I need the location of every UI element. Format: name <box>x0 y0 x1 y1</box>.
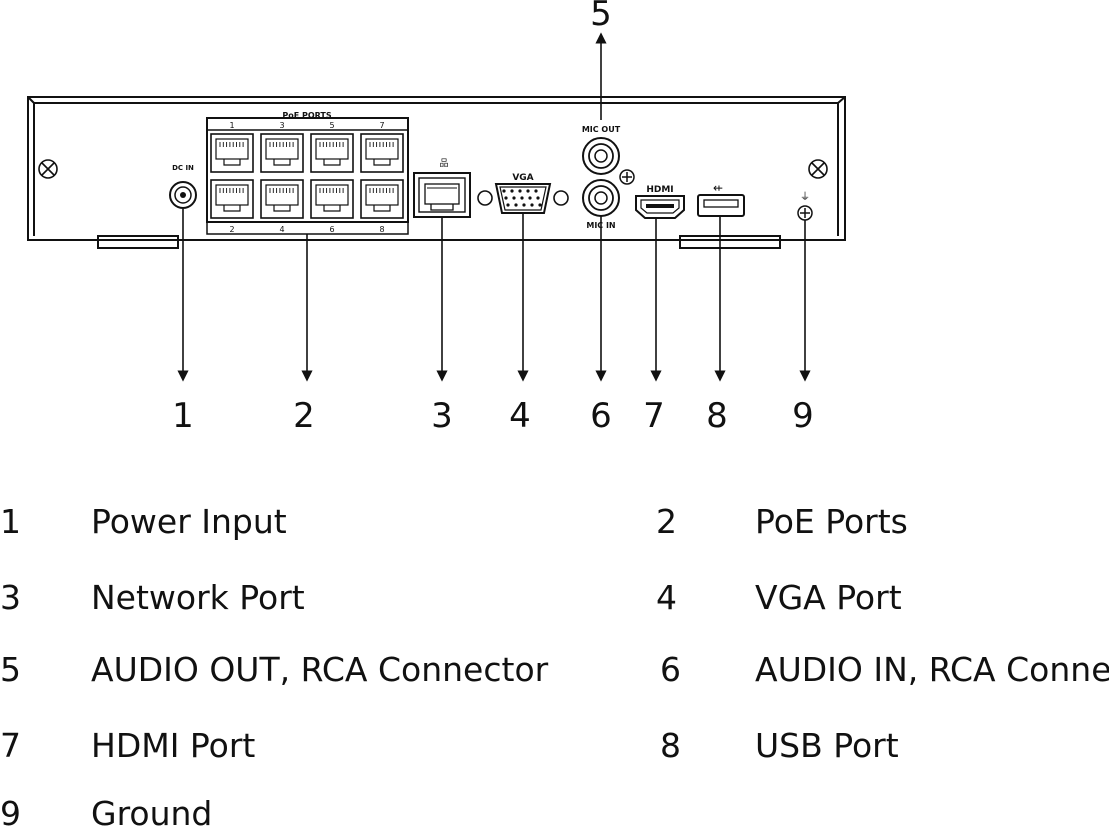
legend-label: Network Port <box>91 578 305 617</box>
mounting-screw-left-icon <box>38 159 58 179</box>
mounting-screw-right-icon <box>808 159 828 179</box>
callout-2: 2 <box>293 396 315 436</box>
port-number-top: 7 <box>379 121 384 130</box>
rj45-port <box>210 133 254 173</box>
rear-panel-diagram: DC IN PoE PORTS 1 3 5 7 2 4 6 8 品 VGA <box>27 0 846 436</box>
mic-out-connector: MIC OUT <box>582 125 621 175</box>
callout-numbers: 1 2 3 4 5 6 7 8 9 <box>172 0 814 436</box>
legend-number: 9 <box>0 794 21 833</box>
network-port-icon: 品 <box>439 158 448 169</box>
legend-number: 5 <box>0 650 21 689</box>
usb-port: ⇷ <box>697 181 745 217</box>
legend-number: 8 <box>660 726 681 765</box>
port-number-top: 5 <box>329 121 334 130</box>
legend-label: Power Input <box>91 502 287 541</box>
port-number-top: 3 <box>279 121 284 130</box>
callout-arrows <box>177 32 811 382</box>
port-number-bottom: 2 <box>229 225 234 234</box>
hdmi-port: HDMI <box>635 185 685 219</box>
network-port: 品 <box>413 158 471 218</box>
poe-ports-text: PoE PORTS <box>282 111 332 120</box>
vga-port: VGA <box>477 173 569 214</box>
port-number-top: 1 <box>229 121 234 130</box>
legend-number: 7 <box>0 726 21 765</box>
vga-pins <box>502 189 542 207</box>
dc-in-text: DC IN <box>172 164 194 172</box>
callout-3: 3 <box>431 396 453 436</box>
screw-icon <box>619 169 635 185</box>
rj45-port <box>310 179 354 219</box>
legend-label: Ground <box>91 794 213 833</box>
legend-label: HDMI Port <box>91 726 256 765</box>
port-number-bottom: 8 <box>379 225 384 234</box>
callout-8: 8 <box>706 396 728 436</box>
device-chassis <box>27 96 846 249</box>
callout-1: 1 <box>172 396 194 436</box>
dc-power-jack: DC IN <box>169 164 197 209</box>
usb-icon: ⇷ <box>713 181 723 195</box>
callout-5: 5 <box>590 0 612 34</box>
legend-number: 6 <box>660 650 681 689</box>
rj45-port <box>260 133 304 173</box>
callout-7: 7 <box>643 396 665 436</box>
vga-text: VGA <box>512 173 533 183</box>
legend-label: VGA Port <box>755 578 902 617</box>
rj45-port <box>360 133 404 173</box>
legend-label: PoE Ports <box>755 502 908 541</box>
callout-4: 4 <box>509 396 531 436</box>
mic-out-text: MIC OUT <box>582 125 621 134</box>
svg-text:⏚: ⏚ <box>800 191 810 203</box>
legend-number: 2 <box>656 502 677 541</box>
callout-9: 9 <box>792 396 814 436</box>
port-number-bottom: 4 <box>279 225 284 234</box>
hdmi-text: HDMI <box>646 185 673 195</box>
rj45-port <box>260 179 304 219</box>
rj45-port <box>310 133 354 173</box>
port-number-bottom: 6 <box>329 225 334 234</box>
ground-screw-icon: ⏚ <box>797 191 813 221</box>
legend-number: 4 <box>656 578 677 617</box>
legend-number: 1 <box>0 502 21 541</box>
rj45-port <box>210 179 254 219</box>
legend-number: 3 <box>0 578 21 617</box>
callout-6: 6 <box>590 396 612 436</box>
poe-port-block: PoE PORTS 1 3 5 7 2 4 6 8 <box>206 111 409 235</box>
legend-label: USB Port <box>755 726 899 765</box>
legend-label: AUDIO OUT, RCA Connector <box>91 650 549 689</box>
rj45-port-grid <box>210 133 404 219</box>
legend-label: AUDIO IN, RCA Connec <box>755 650 1109 689</box>
rj45-port <box>360 179 404 219</box>
